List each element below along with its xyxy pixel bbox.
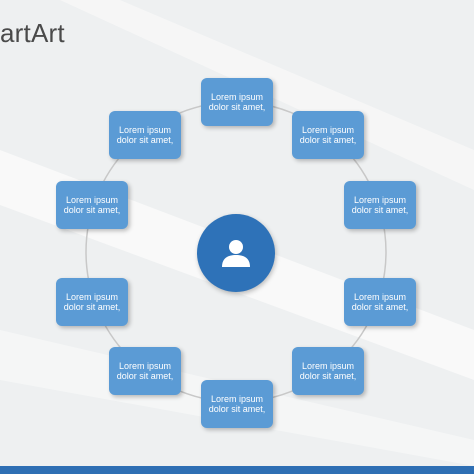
cycle-node-bottom: Lorem ipsum dolor sit amet, [201,380,273,428]
slide-title: artArt [0,18,65,48]
cycle-node-lower-left: Lorem ipsum dolor sit amet, [109,347,181,395]
cycle-node-right-lower: Lorem ipsum dolor sit amet, [344,278,416,326]
cycle-node-top: Lorem ipsum dolor sit amet, [201,78,273,126]
cycle-node-right-upper: Lorem ipsum dolor sit amet, [344,181,416,229]
footer-accent-bar [0,466,474,474]
cycle-node-left-lower: Lorem ipsum dolor sit amet, [56,278,128,326]
user-icon [222,240,250,267]
center-user-circle [197,214,275,292]
cycle-node-lower-right: Lorem ipsum dolor sit amet, [292,347,364,395]
cycle-node-upper-right: Lorem ipsum dolor sit amet, [292,111,364,159]
cycle-node-left-upper: Lorem ipsum dolor sit amet, [56,181,128,229]
cycle-node-upper-left: Lorem ipsum dolor sit amet, [109,111,181,159]
